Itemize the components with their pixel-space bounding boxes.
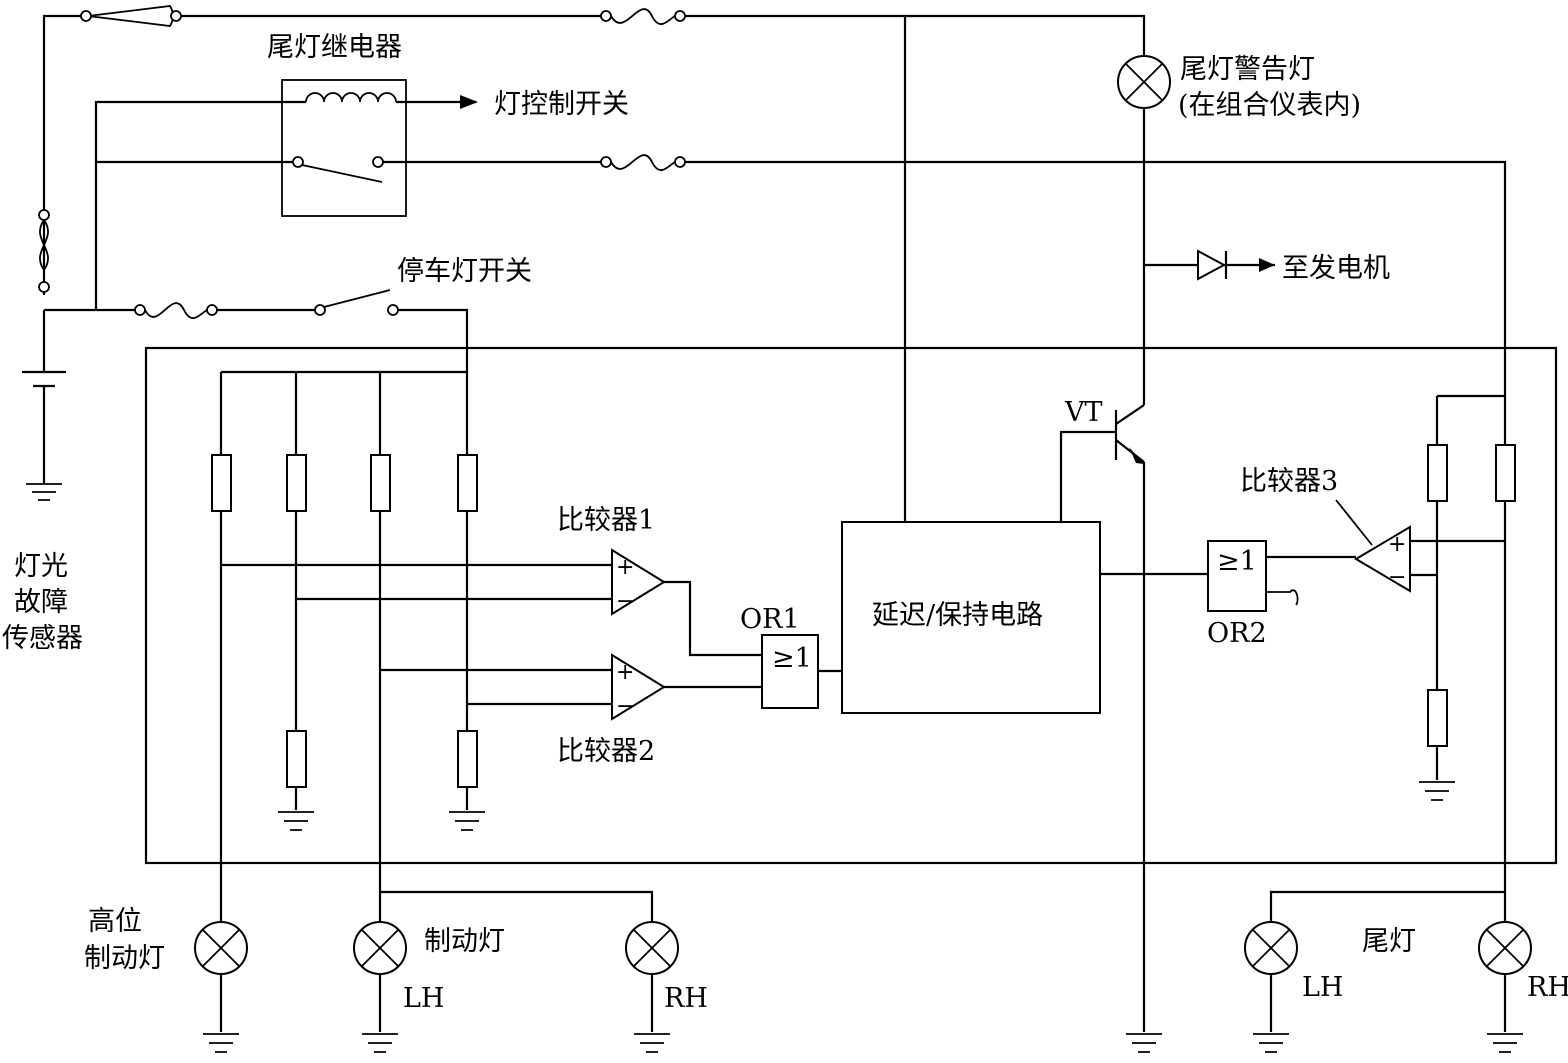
transistor-label: VT [1064, 397, 1103, 428]
sensor-label-line2: 故障 [14, 587, 68, 618]
fuse-stop [134, 302, 218, 319]
comparator1-label: 比较器1 [557, 505, 655, 536]
fuse-tail [600, 154, 686, 171]
resistor [211, 454, 232, 512]
lamp-ground-wires [378, 974, 1507, 1032]
comparator3-label: 比较器3 [1240, 466, 1338, 497]
stop-lamp-switch [314, 289, 399, 316]
top-main-wire [42, 14, 1146, 295]
or1-label: OR1 [740, 604, 800, 635]
resistor [457, 730, 478, 788]
or2-open-input [1266, 589, 1299, 606]
resistor [286, 730, 307, 788]
high-mount-brake-lamp [194, 921, 248, 975]
ground-symbol [1126, 1033, 1162, 1053]
delay-hold-circuit-label: 延迟/保持电路 [872, 600, 1043, 631]
battery [22, 310, 66, 501]
lh-tail-wire [1269, 890, 1505, 922]
comparator1-minus: − [616, 589, 634, 614]
brake-lamp-lh [353, 921, 407, 975]
comparator1-output [664, 580, 762, 657]
resistor [1427, 444, 1448, 502]
sensor-label-line1: 灯光 [14, 551, 68, 582]
tail-lamp-lh [1244, 921, 1298, 975]
brake-rh-label: RH [664, 983, 708, 1014]
ground-symbol [1487, 1033, 1523, 1053]
resistor [370, 454, 391, 512]
comparator3: + − [1354, 525, 1411, 593]
transistor-vt [1059, 404, 1145, 522]
comparator3-minus: − [1388, 565, 1406, 590]
tail-supply-wire [685, 160, 1507, 445]
or2-symbol: ≥1 [1217, 546, 1257, 577]
comparator2-minus: − [616, 694, 634, 719]
or1-symbol: ≥1 [772, 643, 812, 674]
delay-hold-circuit-box [841, 521, 1101, 714]
ground-symbol [634, 1033, 670, 1053]
sensor-module-box [144, 346, 1558, 865]
or2-label: OR2 [1207, 618, 1267, 649]
comparator2: + − [611, 653, 666, 721]
to-generator-label: 至发电机 [1282, 253, 1390, 284]
or2-gate [1207, 540, 1267, 612]
brake-lh-label: LH [403, 983, 444, 1014]
ground-symbol [1253, 1033, 1289, 1053]
resistor [286, 454, 307, 512]
resistor [1495, 444, 1516, 502]
stop-switch-out [398, 308, 469, 372]
comparator3-plus: + [1388, 532, 1406, 557]
sensor-label-line3: 传感器 [2, 623, 83, 654]
resistor [457, 454, 478, 512]
comparator2-label: 比较器2 [557, 736, 655, 767]
tail-warning-lamp-location: (在组合仪表内) [1178, 90, 1361, 121]
ground-symbol [1419, 781, 1455, 801]
resistor [1427, 689, 1448, 747]
high-brake-label-line1: 高位 [88, 906, 142, 937]
comparator1-plus: + [616, 555, 634, 580]
ground-symbol [203, 1033, 239, 1053]
tail-lh-label: LH [1302, 972, 1343, 1003]
ground-symbol [278, 811, 314, 831]
diode-to-generator [1144, 249, 1275, 281]
relay-coil-feed [94, 100, 306, 310]
tail-rh-label: RH [1527, 972, 1568, 1003]
fuse-top [600, 8, 686, 25]
fusible-link-top [80, 5, 182, 27]
brake-lamp-label: 制动灯 [424, 926, 505, 957]
comparator2-plus: + [616, 660, 634, 685]
tail-warning-lamp-label: 尾灯警告灯 [1180, 54, 1315, 85]
comparator1: + − [611, 548, 666, 616]
fusible-link-left [38, 209, 50, 293]
comparator3-leader [1335, 499, 1373, 546]
ground-symbol [449, 811, 485, 831]
tail-relay-label: 尾灯继电器 [267, 32, 402, 63]
rh-brake-wire [380, 890, 654, 922]
tail-light-relay [281, 79, 407, 217]
brake-lamp-rh [625, 921, 679, 975]
ground-symbol [362, 1033, 398, 1053]
arrow-to-light-switch [460, 95, 478, 109]
tail-warning-lamp [1117, 55, 1171, 109]
high-brake-label-line2: 制动灯 [84, 943, 165, 974]
tail-lamp-label: 尾灯 [1362, 926, 1416, 957]
stop-lamp-switch-label: 停车灯开关 [397, 256, 532, 287]
light-control-switch-label: 灯控制开关 [494, 89, 629, 120]
tail-lamp-rh [1478, 921, 1532, 975]
